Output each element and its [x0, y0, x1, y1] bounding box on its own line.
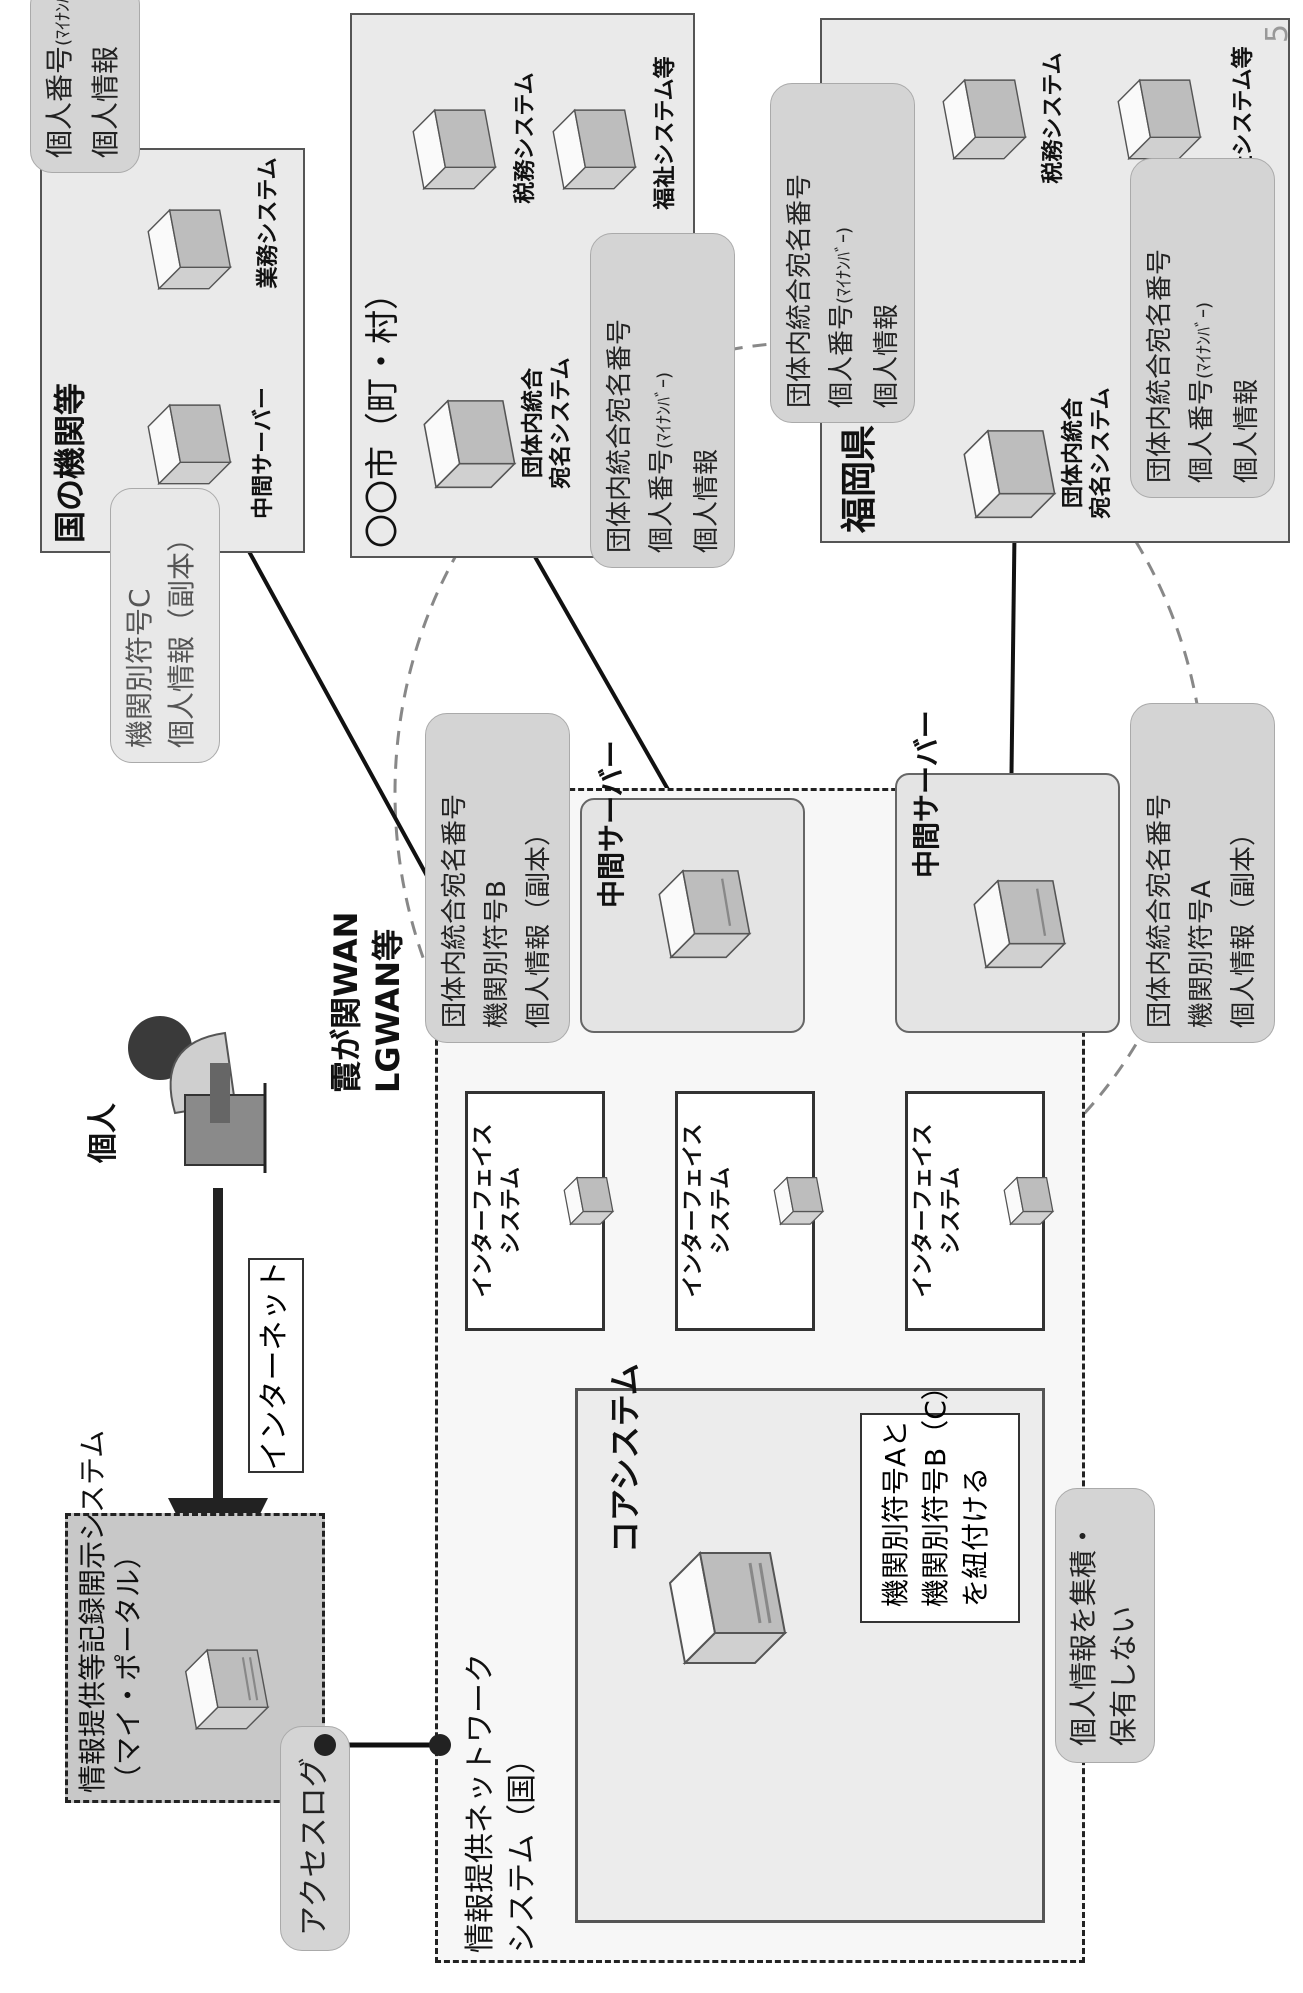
national-business-label: 業務システム	[256, 157, 281, 289]
national-personal-callout: 個人番号(ﾏｲﾅﾝﾊﾞｰ) 個人情報	[30, 0, 140, 173]
prefecture-welfare-callout: 団体内統合宛名番号 個人番号(ﾏｲﾅﾝﾊﾞｰ) 個人情報	[1130, 158, 1275, 498]
server-tower-icon	[1117, 78, 1203, 161]
middle-a-callout: 団体内統合宛名番号 機関別符号A 個人情報（副本）	[1130, 703, 1275, 1043]
server-tower-icon	[184, 1648, 270, 1731]
person-at-computer-icon	[128, 1016, 267, 1173]
national-middle-server-label: 中間サーバー	[251, 387, 276, 519]
prefecture-hub-label: 団体内統合 宛名システム	[1061, 387, 1114, 519]
junction-dot-icon	[314, 1734, 336, 1756]
core-network-title: 情報提供ネットワーク システム（国）	[463, 1653, 540, 1953]
prefecture-tax-label: 税務システム	[1041, 52, 1066, 184]
server-tower-icon	[963, 429, 1057, 519]
server-tower-icon	[563, 1176, 615, 1226]
person-figure	[115, 1003, 289, 1183]
national-agency-title: 国の機関等	[51, 382, 89, 543]
prefecture-tax-server	[935, 73, 1034, 173]
interface-server-2	[770, 1173, 829, 1233]
city-hub-server	[415, 393, 524, 503]
national-middle-server	[140, 398, 239, 498]
portal-title: 情報提供等記録開示システム （マイ・ポータル）	[76, 1429, 145, 1793]
city-title: 〇〇市（町・村）	[363, 276, 403, 548]
prefecture-welfare-server	[1110, 73, 1209, 173]
prefecture-title: 福岡県	[839, 424, 880, 533]
server-tower-icon	[412, 108, 498, 191]
no-store-callout: 個人情報を集積・ 保有しない	[1055, 1488, 1155, 1763]
city-tax-label: 税務システム	[513, 72, 538, 204]
interface-server-3	[1000, 1173, 1059, 1233]
national-business-server	[140, 203, 239, 303]
middle-server-a-label: 中間サーバー	[910, 710, 943, 878]
prefecture-hub-server	[955, 423, 1064, 533]
server-tower-icon	[147, 208, 233, 291]
middle-server-b-icon	[650, 863, 759, 973]
server-tower-icon	[668, 1550, 788, 1666]
interface-system-2-label: インターフェイス システム	[681, 1123, 734, 1298]
city-hub-label: 団体内統合 宛名システム	[521, 357, 574, 489]
junction-dot-icon	[429, 1734, 451, 1756]
core-system-title: コアシステム	[606, 1363, 644, 1553]
interface-system-3-label: インターフェイス システム	[911, 1123, 964, 1298]
server-tower-icon	[973, 879, 1067, 969]
server-tower-icon	[552, 108, 638, 191]
city-welfare-server	[545, 103, 644, 203]
city-tax-server	[405, 103, 504, 203]
link-note-box: 機関別符号Aと 機関別符号B（C） を紐付ける	[860, 1372, 1020, 1623]
middle-server-a-icon	[965, 873, 1074, 983]
portal-server	[175, 1643, 279, 1743]
city-welfare-label: 福祉システム等	[653, 56, 678, 210]
internet-label-box: インターネット	[248, 1258, 304, 1473]
server-tower-icon	[423, 399, 517, 489]
core-server	[660, 1543, 794, 1683]
middle-b-callout: 団体内統合宛名番号 機関別符号B 個人情報（副本）	[425, 713, 570, 1043]
interface-server-1	[560, 1173, 619, 1233]
server-tower-icon	[147, 403, 233, 486]
server-tower-icon	[942, 78, 1028, 161]
prefecture-tax-callout: 団体内統合宛名番号 個人番号(ﾏｲﾅﾝﾊﾞｰ) 個人情報	[770, 83, 915, 423]
city-callout: 団体内統合宛名番号 個人番号(ﾏｲﾅﾝﾊﾞｰ) 個人情報	[590, 233, 735, 568]
wan-label: 霞が関WAN LGWAN等	[327, 911, 407, 1093]
middle-server-b-label: 中間サーバー	[595, 740, 628, 908]
page-number: 5	[1260, 23, 1295, 43]
interface-system-1-label: インターフェイス システム	[471, 1123, 524, 1298]
person-label: 個人	[86, 1103, 121, 1163]
server-tower-icon	[1003, 1176, 1055, 1226]
national-c-callout: 機関別符号C 個人情報（副本）	[110, 488, 220, 763]
server-tower-icon	[773, 1176, 825, 1226]
access-log-callout: アクセスログ	[280, 1726, 350, 1951]
server-tower-icon	[658, 869, 752, 959]
